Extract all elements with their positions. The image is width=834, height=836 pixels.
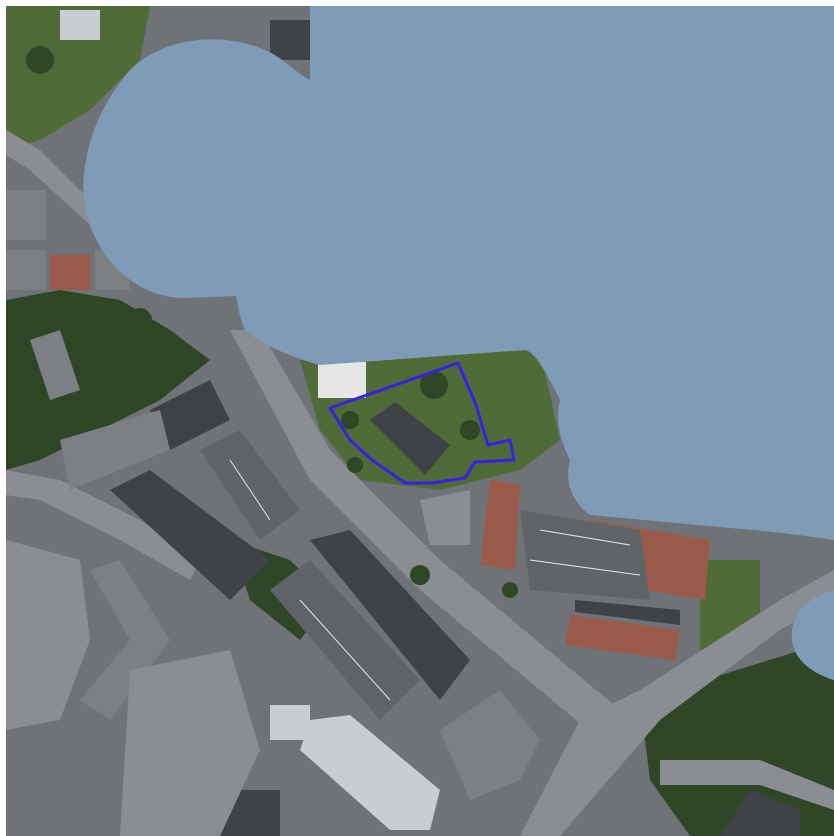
- court-markings: [229, 459, 641, 701]
- sports-court-central: [270, 560, 420, 720]
- building-nw-7: [30, 330, 80, 400]
- building-large-west-2: [60, 410, 170, 490]
- building-nw-1: [6, 190, 46, 240]
- building-nw-2: [6, 250, 46, 290]
- building-gym-central: [310, 530, 470, 700]
- building-school-south: [565, 615, 680, 660]
- road-west: [6, 470, 200, 580]
- parking-lot-southwest: [120, 650, 260, 836]
- sports-court-west: [200, 430, 300, 540]
- building-nw-6: [60, 10, 100, 40]
- vegetation-northwest: [6, 6, 150, 150]
- road-southeast: [520, 570, 834, 836]
- parking-lot-school: [420, 490, 470, 545]
- building-school-annex: [575, 600, 680, 625]
- building-southeast-corner: [720, 790, 800, 836]
- building-large-west-1: [150, 380, 230, 450]
- masked-area: [83, 6, 834, 680]
- building-south-small: [270, 705, 310, 740]
- trees: [8, 46, 774, 738]
- building-nw-5: [270, 20, 310, 60]
- building-south-long: [300, 715, 440, 830]
- road-main-diagonal: [230, 330, 620, 740]
- building-southwest-curve: [80, 560, 170, 720]
- parking-lot-west: [6, 540, 90, 730]
- highlighted-parcel-outline[interactable]: [328, 361, 516, 485]
- building-white-north: [318, 362, 366, 398]
- road-northwest: [6, 130, 100, 225]
- aerial-imagery: [6, 6, 834, 836]
- building-nw-3: [50, 255, 90, 290]
- building-school-tower: [480, 480, 520, 570]
- building-south-center: [440, 690, 540, 800]
- building-in-parcel: [370, 402, 450, 475]
- road-southeast-lower: [660, 760, 834, 810]
- building-gym-west: [110, 470, 270, 600]
